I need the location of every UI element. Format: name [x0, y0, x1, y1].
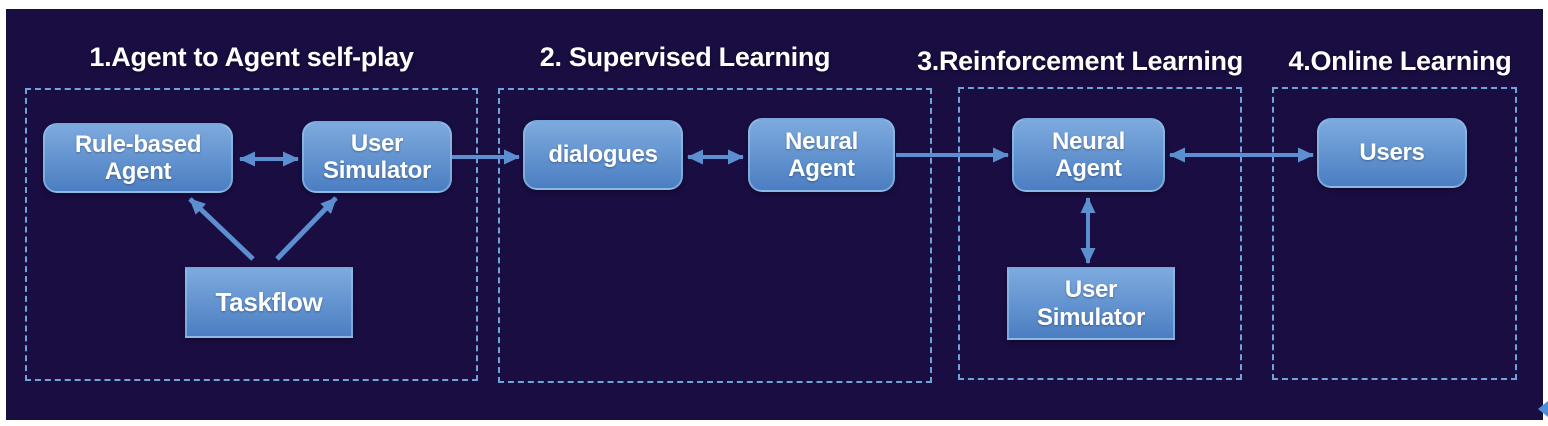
node-users: Users	[1317, 118, 1467, 188]
prev-slide-arrow-icon[interactable]	[1538, 401, 1548, 417]
node-user-simulator-reinforcement: User Simulator	[1007, 267, 1175, 340]
stage-title-reinforcement-learning: 3.Reinforcement Learning	[917, 46, 1243, 76]
node-neural-agent-supervised: Neural Agent	[748, 118, 895, 192]
node-rule-based-agent: Rule-based Agent	[43, 123, 233, 193]
node-user-simulator-selfplay: User Simulator	[302, 121, 452, 193]
slide-background	[6, 9, 1543, 420]
node-dialogues: dialogues	[523, 120, 683, 190]
stage-box-supervised-learning	[498, 88, 932, 383]
node-neural-agent-reinforcement: Neural Agent	[1012, 118, 1165, 192]
stage-box-self-play	[25, 88, 478, 381]
stage-box-reinforcement-learning	[958, 87, 1242, 380]
stage-title-self-play: 1.Agent to Agent self-play	[89, 42, 414, 72]
stage-title-supervised-learning: 2. Supervised Learning	[539, 42, 831, 72]
stage-box-online-learning	[1272, 87, 1517, 380]
stage-title-online-learning: 4.Online Learning	[1288, 46, 1512, 76]
node-taskflow: Taskflow	[185, 267, 353, 338]
